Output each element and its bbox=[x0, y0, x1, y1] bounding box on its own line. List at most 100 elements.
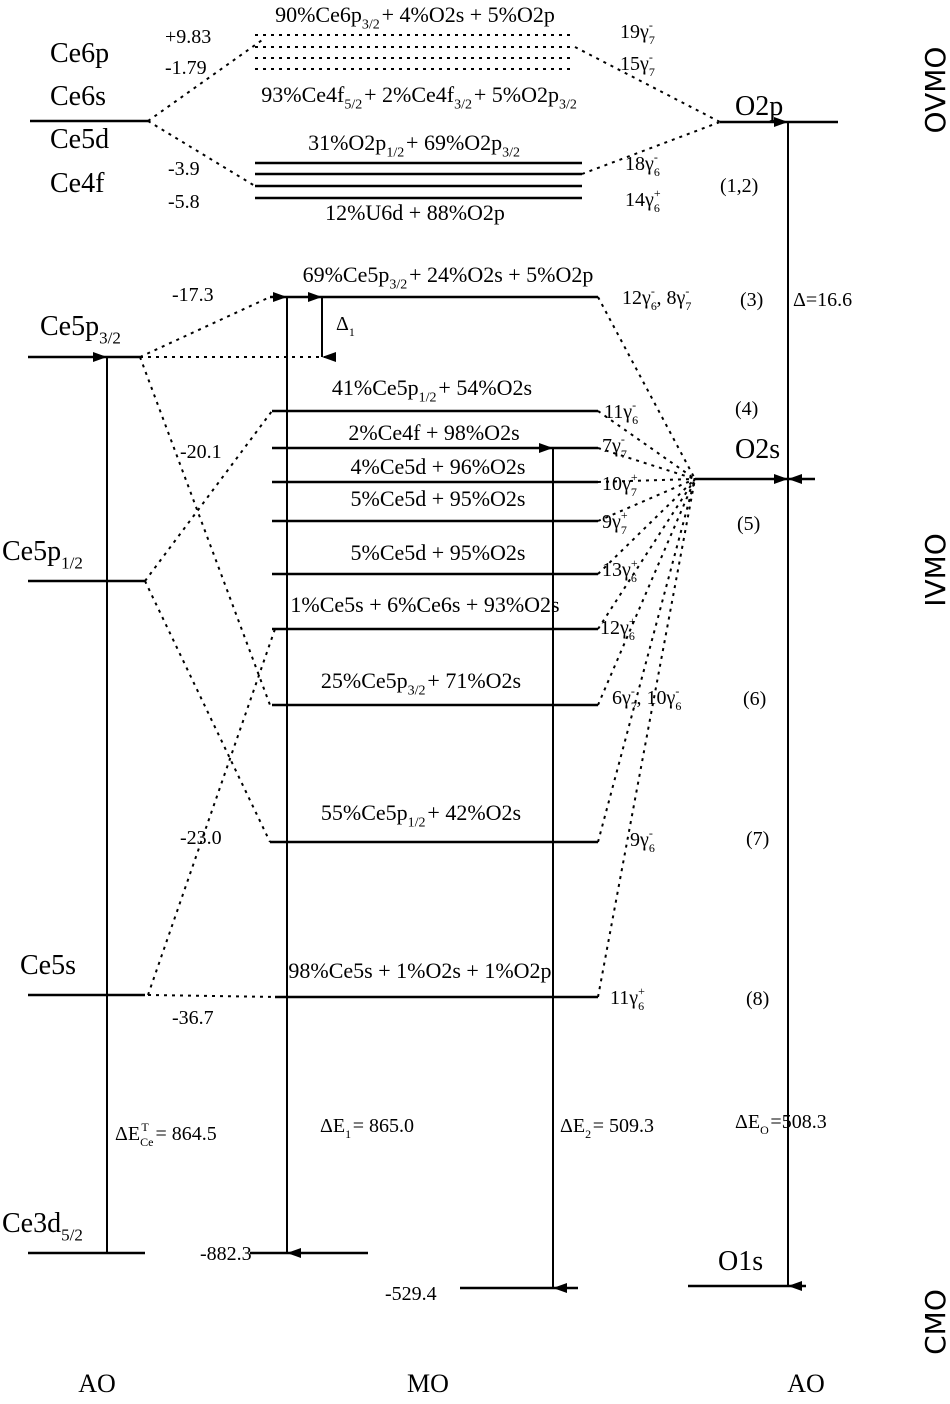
superscript: + bbox=[631, 470, 638, 484]
symmetries-s8-label: 10γ7+ bbox=[602, 470, 639, 499]
label-text: 55%Ce5p bbox=[321, 800, 408, 825]
subscript: 2 bbox=[585, 1127, 591, 1141]
label-text: (3) bbox=[740, 289, 763, 311]
energies-e7-label: -23.0 bbox=[180, 827, 222, 849]
label-text: + 69%O2p bbox=[406, 130, 502, 155]
subscript: 7 bbox=[685, 299, 691, 313]
energies-e10-label: -529.4 bbox=[385, 1283, 437, 1305]
label-text: -5.8 bbox=[168, 191, 200, 213]
compositions-c14-label: 98%Ce5s + 1%O2s + 1%O2p bbox=[288, 958, 551, 983]
spacer bbox=[689, 287, 691, 309]
label-text: (8) bbox=[746, 988, 769, 1010]
label-text: + 54%O2s bbox=[438, 375, 532, 400]
correlation-line bbox=[597, 410, 696, 480]
spacer bbox=[653, 829, 655, 851]
label-text: + 24%O2s + 5%O2p bbox=[409, 262, 593, 287]
label-text: -17.3 bbox=[172, 284, 214, 306]
groups-g5-label: (5) bbox=[737, 513, 760, 535]
label-text: 2%Ce4f + 98%O2s bbox=[348, 420, 519, 445]
subscript: 1 bbox=[349, 325, 355, 339]
groups-g7-label: (7) bbox=[746, 828, 769, 850]
columns-ao-left-label: AO bbox=[78, 1369, 116, 1398]
compositions-c12-label: 25%Ce5p3/2 + 71%O2s bbox=[321, 668, 521, 699]
ao-left-ce5d-label: Ce5d bbox=[50, 124, 109, 155]
subscript: 7 bbox=[621, 523, 627, 537]
label-text: O1s bbox=[718, 1246, 763, 1277]
label-text: (4) bbox=[735, 398, 758, 420]
label-text: Ce4f bbox=[50, 168, 105, 199]
spacer bbox=[83, 1208, 85, 1239]
label-text: Ce6p bbox=[50, 38, 109, 69]
ao-left-ce3d52-label: Ce3d5/2 bbox=[2, 1208, 85, 1244]
compositions-c4-label: 12%U6d + 88%O2p bbox=[325, 200, 505, 225]
label-text: O2p bbox=[735, 91, 783, 122]
spacer bbox=[653, 21, 655, 43]
deltas-delta-label: Δ=16.6 bbox=[793, 289, 852, 311]
correlation-line bbox=[597, 296, 696, 480]
label-text: MO bbox=[407, 1369, 449, 1398]
label-text: O2s bbox=[735, 434, 780, 465]
superscript: - bbox=[651, 284, 655, 298]
correlation-line bbox=[597, 447, 696, 480]
spacer bbox=[628, 511, 630, 533]
label-text: 19γ bbox=[620, 21, 649, 43]
label-text: -3.9 bbox=[168, 158, 200, 180]
ao-left-ce6s-label: Ce6s bbox=[50, 81, 106, 112]
label-text: -1.79 bbox=[165, 57, 207, 79]
ao-left-ce5p32-label: Ce5p3/2 bbox=[40, 311, 123, 347]
label-text: 13γ bbox=[602, 559, 631, 581]
label-text: (6) bbox=[743, 688, 766, 710]
subscript: 6 bbox=[651, 299, 657, 313]
subscript: 6 bbox=[631, 571, 637, 585]
subscript: 6 bbox=[629, 629, 635, 643]
compositions-c10-label: 5%Ce5d + 95%O2s bbox=[351, 540, 526, 565]
energies-e2-label: -1.79 bbox=[165, 57, 207, 79]
label-text: ΔE bbox=[320, 1115, 345, 1137]
label-text: ΔE bbox=[735, 1111, 760, 1133]
spacer bbox=[83, 536, 85, 567]
label-text: (5) bbox=[737, 513, 760, 535]
label-text: 9γ bbox=[602, 511, 621, 533]
label-text: 6γ bbox=[612, 687, 631, 709]
label-text: 25%Ce5p bbox=[321, 668, 408, 693]
subscript: 6 bbox=[654, 201, 660, 215]
compositions-c5-label: 69%Ce5p3/2 + 24%O2s + 5%O2p bbox=[303, 262, 594, 293]
subscript: 1/2 bbox=[386, 146, 404, 161]
subscript: 3/2 bbox=[502, 146, 520, 161]
symmetries-s5-label: 12γ6- , 8γ7- bbox=[622, 284, 691, 313]
deltas-dEce-label: ΔECeT = 864.5 bbox=[115, 1120, 217, 1149]
superscript: + bbox=[629, 614, 636, 628]
label-text: 4%Ce5d + 96%O2s bbox=[351, 454, 526, 479]
region-cmo: CMO bbox=[919, 1289, 950, 1355]
label-text: 9γ bbox=[630, 829, 649, 851]
subscript: 3/2 bbox=[362, 18, 380, 33]
deltas-dE1-label: ΔE1 = 865.0 bbox=[320, 1115, 414, 1141]
superscript: T bbox=[141, 1120, 149, 1134]
correlation-line bbox=[144, 410, 273, 582]
label-text: + 71%O2s bbox=[427, 668, 521, 693]
correlation-line bbox=[574, 46, 721, 123]
label-text: -23.0 bbox=[180, 827, 222, 849]
superscript: - bbox=[649, 18, 653, 32]
superscript: - bbox=[649, 826, 653, 840]
label-text: 5%Ce5d + 95%O2s bbox=[351, 540, 526, 565]
correlation-line bbox=[139, 296, 271, 358]
subscript: 5/2 bbox=[344, 98, 362, 113]
subscript: 7 bbox=[631, 699, 637, 713]
label-text: -529.4 bbox=[385, 1283, 437, 1305]
ao-left-ce6p-label: Ce6p bbox=[50, 38, 109, 69]
label-text: 18γ bbox=[625, 153, 654, 175]
label-text: 12γ bbox=[600, 617, 629, 639]
label-text: (1,2) bbox=[720, 175, 758, 197]
spacer bbox=[355, 313, 357, 335]
label-text: Ce3d bbox=[2, 1208, 61, 1239]
compositions-c6-label: 41%Ce5p1/2 + 54%O2s bbox=[332, 375, 532, 406]
label-text: +9.83 bbox=[165, 26, 211, 48]
symmetries-s6-label: 11γ6- bbox=[604, 398, 638, 427]
symmetries-s14-label: 11γ6+ bbox=[610, 984, 647, 1013]
ao-left-ce5s-label: Ce5s bbox=[20, 950, 76, 981]
label-text: 7γ bbox=[602, 435, 621, 457]
label-text: (7) bbox=[746, 828, 769, 850]
groups-g12-label: (1,2) bbox=[720, 175, 758, 197]
subscript: 1 bbox=[345, 1127, 351, 1141]
